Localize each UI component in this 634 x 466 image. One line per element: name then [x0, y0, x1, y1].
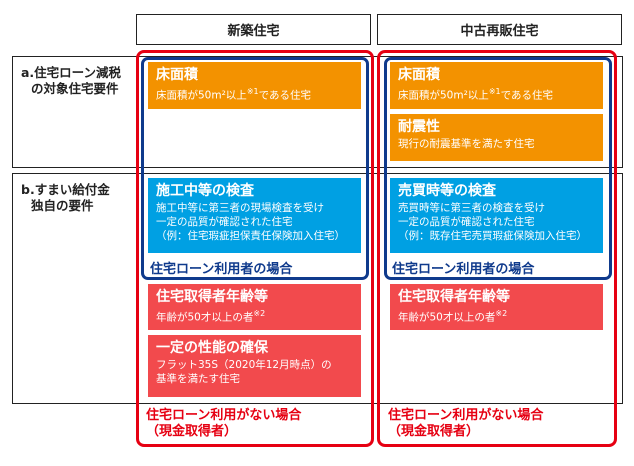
column-header-new: 新築住宅: [136, 14, 371, 45]
new-loan-group: [141, 57, 369, 280]
new-card-inspection: 施工中等の検査 施工中等に第三者の現場検査を受け 一定の品質が確認された住宅 （…: [148, 178, 361, 253]
used-card-age: 住宅取得者年齢等 年齢が50才以上の者※2: [390, 284, 603, 330]
new-loan-label: 住宅ローン利用者の場合: [150, 262, 293, 277]
used-card-inspection: 売買時等の検査 売買時等に第三者の検査を受け 一定の品質が確認された住宅 （例：…: [390, 178, 603, 253]
used-card-seismic: 耐震性 現行の耐震基準を満たす住宅: [390, 114, 603, 161]
column-header-used: 中古再販住宅: [377, 14, 622, 45]
used-cash-label: 住宅ローン利用がない場合（現金取得者）: [388, 408, 544, 439]
new-card-floor-area: 床面積 床面積が50m²以上※1である住宅: [148, 62, 361, 109]
used-cash-group: [377, 50, 617, 447]
row-a-label: a.住宅ローン減税の対象住宅要件: [21, 65, 122, 96]
used-loan-label: 住宅ローン利用者の場合: [392, 262, 535, 277]
used-card-floor-area: 床面積 床面積が50m²以上※1である住宅: [390, 62, 603, 109]
row-b-label: b.すまい給付金独自の要件: [21, 182, 110, 213]
new-card-performance: 一定の性能の確保 フラット35S（2020年12月時点）の 基準を満たす住宅: [148, 335, 361, 397]
new-card-age: 住宅取得者年齢等 年齢が50才以上の者※2: [148, 284, 361, 330]
new-cash-group: [136, 50, 374, 447]
new-cash-label: 住宅ローン利用がない場合（現金取得者）: [146, 408, 302, 439]
used-loan-group: [384, 57, 612, 280]
